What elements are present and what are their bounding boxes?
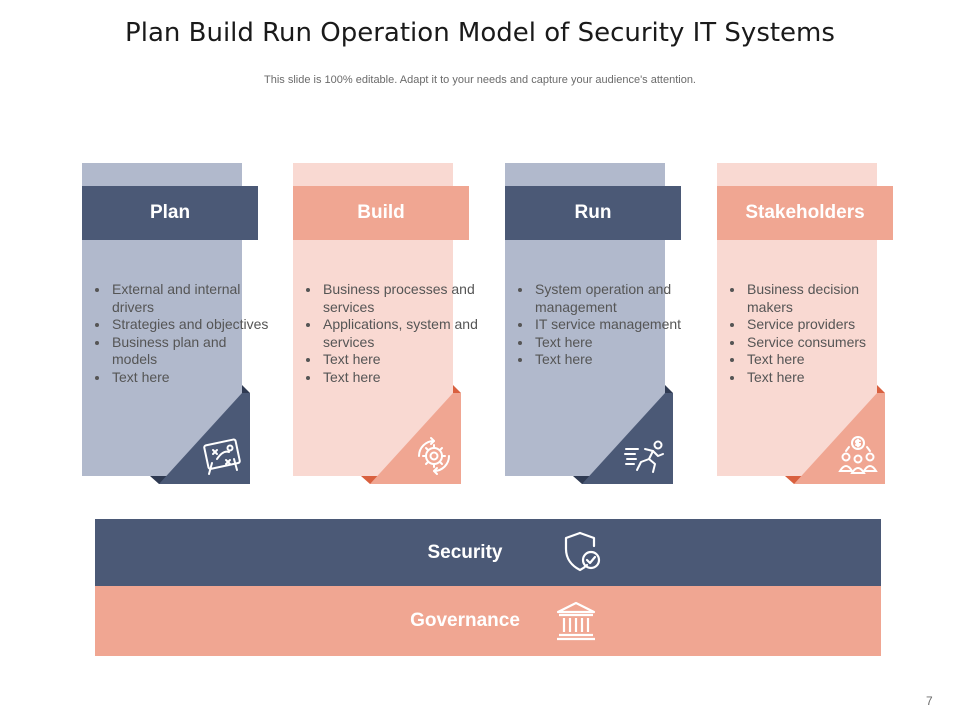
list-item: Text here [321,369,481,387]
gear-cycle-icon [418,437,450,475]
card-bullet-list: Business processes and services Applicat… [303,281,481,386]
card-ribbon-build: Build [293,186,469,240]
card-ribbon-plan: Plan [82,186,258,240]
stakeholders-icon [838,436,878,474]
list-item: Text here [533,351,693,369]
list-item: Business decision makers [745,281,905,316]
shield-check-icon [564,531,601,572]
slide-title: Plan Build Run Operation Model of Securi… [125,18,835,48]
card-build: Build Business processes and services Ap… [293,163,483,485]
card-title: Build [357,202,405,223]
card-ribbon-run: Run [505,186,681,240]
card-title: Run [574,202,612,223]
list-item: Business plan and models [110,334,270,369]
security-label: Security [427,541,503,563]
governance-band: Governance [95,586,881,656]
list-item: Text here [745,351,905,369]
card-run: Run System operation and management IT s… [505,163,695,485]
card-bullet-list: Business decision makers Service provide… [727,281,905,386]
security-band: Security [95,519,881,586]
list-item: Applications, system and services [321,316,481,351]
list-item: Service providers [745,316,905,334]
governance-label: Governance [410,610,520,631]
card-ribbon-stakeholders: Stakeholders [717,186,893,240]
card-title: Plan [149,202,191,223]
card-stakeholders: Stakeholders Business decision makers Se… [717,163,907,485]
folded-corner [361,385,461,484]
list-item: Strategies and objectives [110,316,270,334]
list-item: Business processes and services [321,281,481,316]
list-item: IT service management [533,316,693,334]
list-item: Service consumers [745,334,905,352]
card-plan: Plan External and internal drivers Strat… [82,163,272,485]
list-item: Text here [321,351,481,369]
list-item: Text here [745,369,905,387]
card-bullet-list: System operation and management IT servi… [515,281,693,369]
list-item: External and internal drivers [110,281,270,316]
slide-subtitle: This slide is 100% editable. Adapt it to… [264,74,696,86]
page-number: 7 [926,694,933,708]
government-building-icon [556,601,596,641]
card-title: Stakeholders [745,202,865,223]
running-person-icon [624,440,664,473]
list-item: Text here [533,334,693,352]
list-item: System operation and management [533,281,693,316]
card-bullet-list: External and internal drivers Strategies… [92,281,270,386]
folded-corner [785,385,885,484]
strategy-board-icon [203,438,241,475]
list-item: Text here [110,369,270,387]
